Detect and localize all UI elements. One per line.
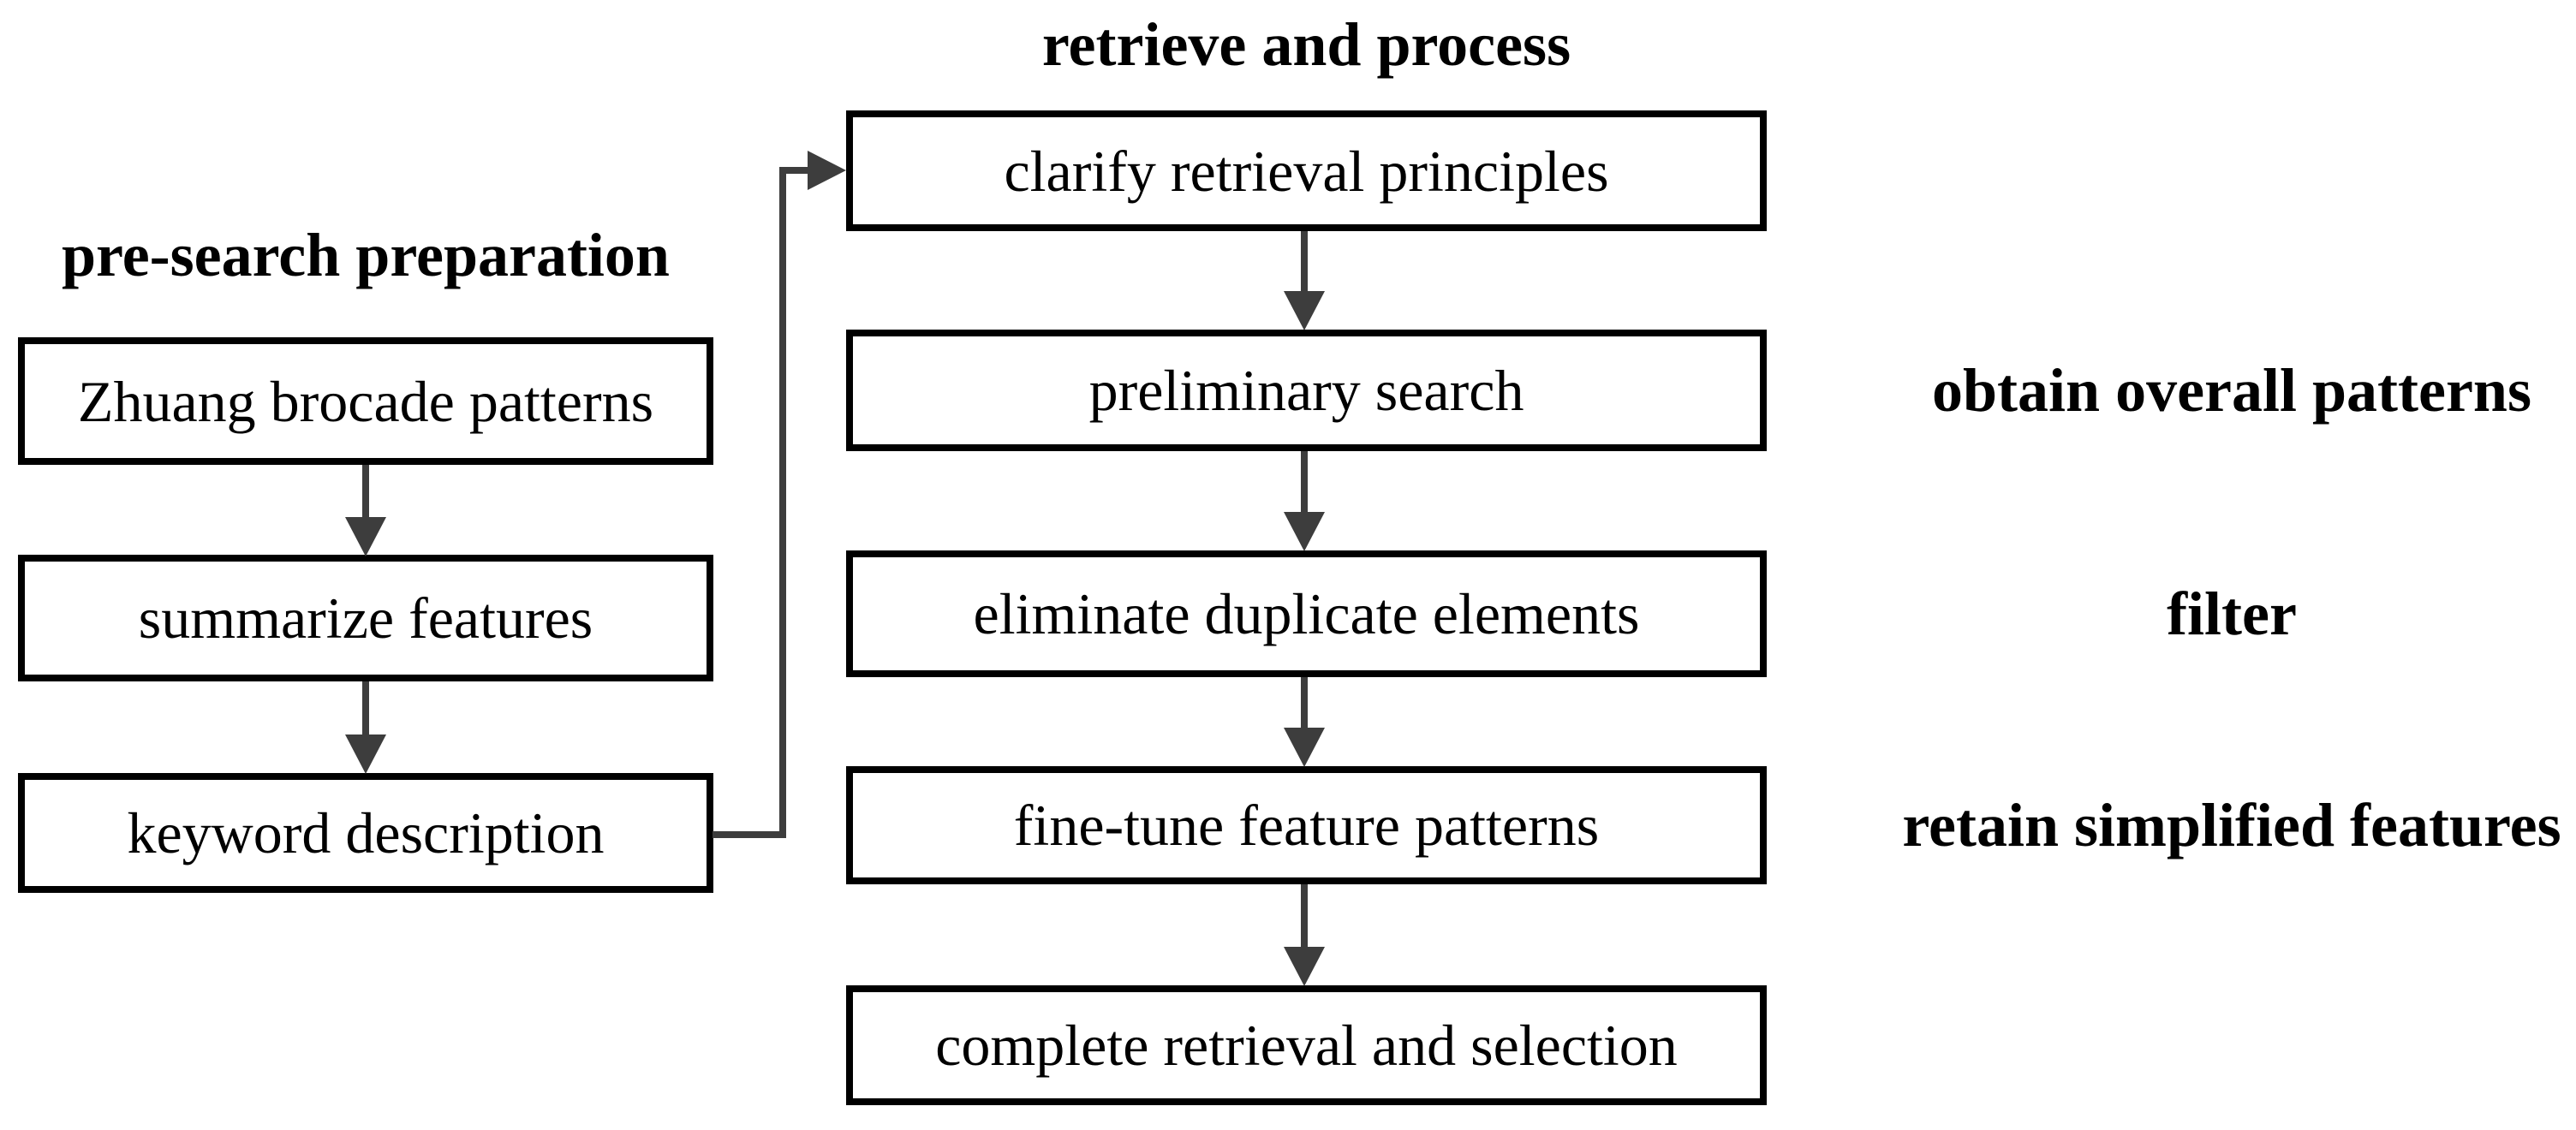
right-arrow-head-icon bbox=[808, 151, 846, 190]
down-arrow-icon bbox=[1284, 884, 1325, 986]
elbow-connector-horizontal-bottom bbox=[713, 831, 785, 838]
box-clarify-retrieval-principles: clarify retrieval principles bbox=[846, 110, 1767, 231]
box-preliminary-search: preliminary search bbox=[846, 330, 1767, 451]
box-complete-retrieval-and-selection: complete retrieval and selection bbox=[846, 985, 1767, 1105]
box-eliminate-duplicate-elements: eliminate duplicate elements bbox=[846, 550, 1767, 677]
elbow-connector-horizontal-top bbox=[779, 167, 808, 174]
down-arrow-icon bbox=[1284, 451, 1325, 551]
box-keyword-description: keyword description bbox=[18, 773, 713, 893]
arrow-head-icon bbox=[1284, 291, 1325, 330]
arrow-head-icon bbox=[1284, 728, 1325, 767]
arrow-shaft bbox=[362, 465, 369, 517]
down-arrow-icon bbox=[1284, 231, 1325, 330]
down-arrow-icon bbox=[345, 465, 386, 556]
label-filter: filter bbox=[2167, 580, 2297, 648]
arrow-head-icon bbox=[345, 734, 386, 774]
box-summarize-features: summarize features bbox=[18, 555, 713, 681]
down-arrow-icon bbox=[1284, 677, 1325, 767]
arrow-shaft bbox=[1301, 451, 1308, 512]
arrow-head-icon bbox=[345, 517, 386, 556]
arrow-shaft bbox=[1301, 884, 1308, 947]
arrow-head-icon bbox=[1284, 512, 1325, 551]
down-arrow-icon bbox=[345, 681, 386, 774]
box-zhuang-brocade-patterns: Zhuang brocade patterns bbox=[18, 337, 713, 465]
label-obtain-overall-patterns: obtain overall patterns bbox=[1932, 356, 2531, 425]
box-fine-tune-feature-patterns: fine-tune feature patterns bbox=[846, 766, 1767, 884]
arrow-head-icon bbox=[1284, 947, 1325, 986]
arrow-shaft bbox=[1301, 231, 1308, 291]
elbow-connector-vertical bbox=[779, 167, 786, 838]
arrow-shaft bbox=[362, 681, 369, 734]
center-column-title: retrieve and process bbox=[1041, 10, 1571, 79]
arrow-shaft bbox=[1301, 677, 1308, 728]
left-column-title: pre-search preparation bbox=[62, 221, 670, 289]
label-retain-simplified-features: retain simplified features bbox=[1902, 791, 2561, 859]
